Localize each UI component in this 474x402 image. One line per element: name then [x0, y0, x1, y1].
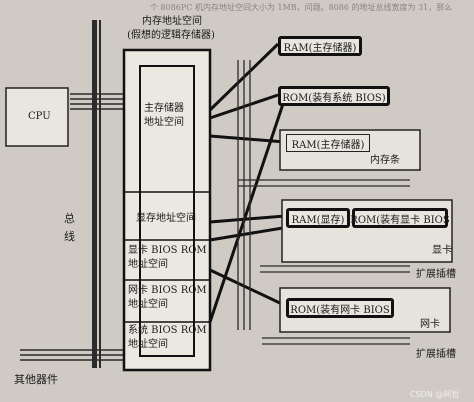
address-space-subtitle: (假想的逻辑存储器) [127, 30, 215, 41]
vga-rom-space-label-1: 显卡 BIOS ROM [128, 245, 207, 256]
nic-rom-space-label-2: 地址空间 [128, 299, 168, 310]
nic-rom-space-label-1: 网卡 BIOS ROM [128, 285, 207, 296]
cpu-box [5, 87, 69, 147]
expansion-slot-label-2: 扩展插槽 [416, 349, 456, 360]
bus-wires [20, 93, 128, 361]
board-wires [237, 60, 410, 345]
sys-rom-space-label-1: 系统 BIOS ROM [128, 325, 207, 336]
cpu-label: CPU [28, 111, 51, 122]
ram-main-module-chip: RAM(主存储器) [286, 134, 370, 152]
vga-rom-space-label-2: 地址空间 [128, 259, 168, 270]
rom-system-bios-chip: ROM(装有系统 BIOS) [278, 86, 390, 106]
ram-main-top-chip: RAM(主存储器) [278, 36, 362, 56]
rom-vga-bios-chip: ROM(装有显卡 BIOS [350, 208, 450, 228]
rom-nic-bios-chip: ROM(装有网卡 BIOS [286, 298, 394, 318]
video-memory-space-label: 显存地址空间 [136, 213, 196, 224]
address-space-title: 内存地址空间 [142, 16, 202, 27]
other-devices-label: 其他器件 [14, 373, 58, 386]
address-space-dividers [124, 191, 210, 323]
address-space-column [122, 48, 212, 372]
bus-label-1: 总 [64, 212, 75, 225]
main-memory-space-label-1: 主存储器 [144, 103, 184, 114]
expansion-slot-label-1: 扩展插槽 [416, 269, 456, 280]
memory-module-label: 内存条 [370, 155, 400, 166]
graphics-card-label: 显卡 [432, 245, 452, 256]
system-bus [92, 20, 97, 368]
main-memory-space-label-2: 地址空间 [144, 117, 184, 128]
network-card-label: 网卡 [420, 319, 440, 330]
ram-video-chip: RAM(显存) [286, 208, 350, 228]
sys-rom-space-label-2: 地址空间 [128, 339, 168, 350]
watermark: CSDN @阿哲 [410, 390, 460, 399]
background-text: 个 8086PC 机内存地址空间大小为 1MB，问题。8086 的地址总线宽度为… [150, 3, 453, 12]
bus-label-2: 线 [64, 230, 75, 243]
